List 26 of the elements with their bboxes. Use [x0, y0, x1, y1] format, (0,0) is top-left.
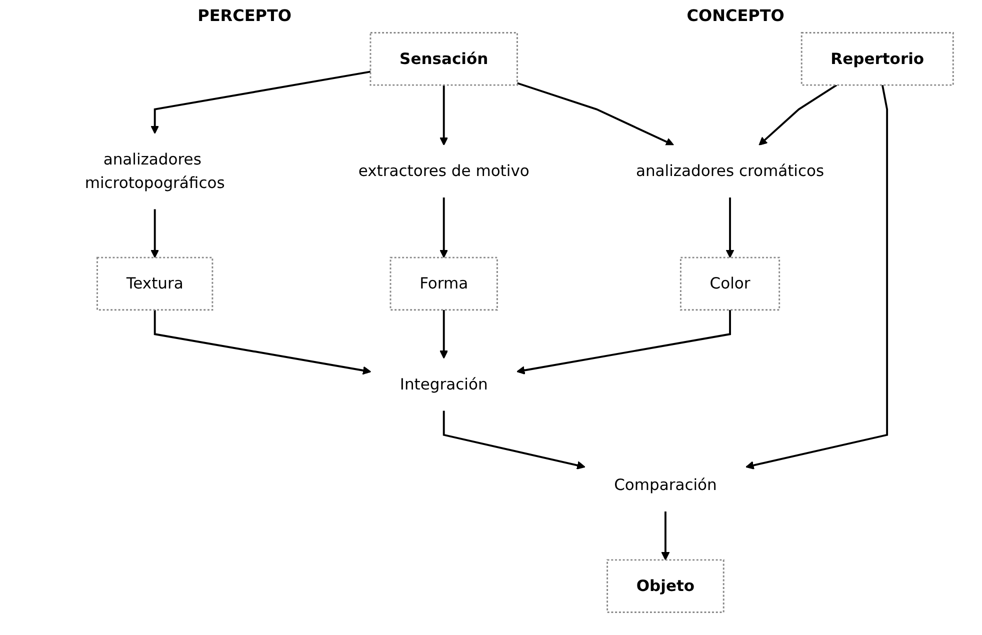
arrow — [442, 410, 586, 470]
node-text: Comparación — [614, 476, 717, 494]
arrow — [150, 70, 371, 134]
node-box: Color — [680, 256, 780, 311]
column-heading: PERCEPTO — [198, 6, 292, 25]
node-box: Forma — [390, 256, 498, 311]
node-text: extractores de motivo — [358, 162, 530, 180]
arrow — [516, 310, 731, 375]
arrow — [516, 82, 674, 146]
node-box: Objeto — [606, 559, 724, 613]
arrow — [746, 84, 888, 470]
arrow — [154, 310, 372, 375]
arrow — [440, 310, 448, 359]
node-text: analizadores microtopográficos — [84, 150, 225, 192]
node-box: Repertorio — [800, 32, 954, 86]
arrow — [661, 511, 670, 560]
node-box: Sensación — [370, 32, 518, 86]
node-box: Textura — [96, 256, 214, 311]
node-text: analizadores cromáticos — [636, 162, 824, 180]
column-heading: CONCEPTO — [686, 6, 784, 25]
arrow — [440, 198, 448, 258]
arrow — [758, 84, 838, 146]
arrow — [726, 198, 734, 258]
arrow — [440, 85, 448, 146]
arrow — [150, 209, 160, 258]
node-text: Integración — [400, 374, 488, 394]
